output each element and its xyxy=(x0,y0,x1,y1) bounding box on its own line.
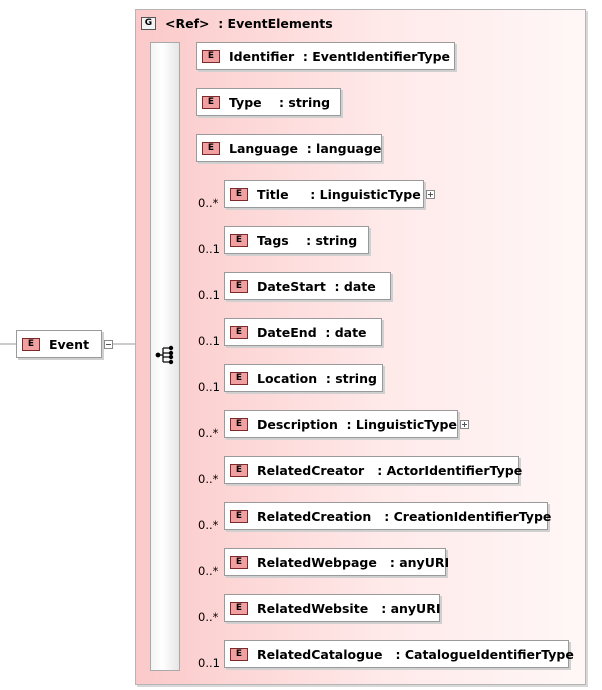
sequence-compositor-icon xyxy=(155,345,174,365)
element-row[interactable]: E Identifier : EventIdentifierType xyxy=(196,42,455,70)
group-label: <Ref> : EventElements xyxy=(165,15,333,31)
element-icon: E xyxy=(202,49,220,63)
element-icon: E xyxy=(202,141,220,155)
element-row[interactable]: E Type : string xyxy=(196,88,341,116)
element-label: Tags : string xyxy=(257,232,358,248)
element-label: Identifier : EventIdentifierType xyxy=(229,48,450,64)
group-header[interactable]: G <Ref> : EventElements xyxy=(141,13,333,33)
element-label: DateStart : date xyxy=(257,278,376,294)
element-label: Description : LinguisticType xyxy=(257,416,457,432)
element-label: DateEnd : date xyxy=(257,324,367,340)
expand-icon[interactable] xyxy=(460,420,469,429)
element-icon: E xyxy=(22,337,40,351)
group-icon: G xyxy=(141,16,156,30)
expand-icon[interactable] xyxy=(426,190,435,199)
cardinality-label: 0..1 xyxy=(198,242,220,256)
element-icon: E xyxy=(230,325,248,339)
cardinality-label: 0..* xyxy=(198,610,219,624)
element-row[interactable]: E RelatedCreation : CreationIdentifierTyp… xyxy=(224,502,552,530)
element-icon: E xyxy=(202,95,220,109)
element-icon: E xyxy=(230,417,248,431)
element-icon: E xyxy=(230,463,248,477)
element-label: RelatedCatalogue : CatalogueIdentifierTy… xyxy=(257,646,574,662)
cardinality-label: 0..* xyxy=(198,426,219,440)
element-row[interactable]: E DateStart : date xyxy=(224,272,391,300)
element-label: Type : string xyxy=(229,94,331,110)
element-icon: E xyxy=(230,601,248,615)
root-element-label: Event xyxy=(49,336,90,352)
element-label: Location : string xyxy=(257,370,377,386)
cardinality-label: 0..* xyxy=(198,472,219,486)
element-icon: E xyxy=(230,647,248,661)
element-icon: E xyxy=(230,555,248,569)
element-row[interactable]: E RelatedCreator : ActorIdentifierType xyxy=(224,456,523,484)
element-row[interactable]: E RelatedWebsite : anyURI xyxy=(224,594,440,622)
cardinality-label: 0..1 xyxy=(198,380,220,394)
collapse-icon[interactable] xyxy=(104,340,113,349)
element-row[interactable]: E RelatedCatalogue : CatalogueIdentifierT… xyxy=(224,640,574,668)
element-icon: E xyxy=(230,371,248,385)
element-row[interactable]: E DateEnd : date xyxy=(224,318,382,346)
element-label: RelatedCreation : CreationIdentifierType xyxy=(257,508,552,524)
element-row[interactable]: E RelatedWebpage : anyURI xyxy=(224,548,450,576)
cardinality-label: 0..1 xyxy=(198,334,220,348)
element-row[interactable]: E Title : LinguisticType xyxy=(224,180,424,208)
cardinality-label: 0..* xyxy=(198,518,219,532)
element-row[interactable]: E Location : string xyxy=(224,364,383,392)
element-label: RelatedCreator : ActorIdentifierType xyxy=(257,462,523,478)
element-label: RelatedWebsite : anyURI xyxy=(257,600,441,616)
cardinality-label: 0..* xyxy=(198,564,219,578)
element-row[interactable]: E Description : LinguisticType xyxy=(224,410,458,438)
cardinality-label: 0..1 xyxy=(198,288,220,302)
element-label: Title : LinguisticType xyxy=(257,186,421,202)
element-row[interactable]: E Language : language xyxy=(196,134,382,162)
element-label: Language : language xyxy=(229,140,382,156)
element-row[interactable]: E Tags : string xyxy=(224,226,369,254)
element-icon: E xyxy=(230,509,248,523)
cardinality-label: 0..1 xyxy=(198,656,220,670)
root-element-event[interactable]: E Event xyxy=(16,330,102,358)
cardinality-label: 0..* xyxy=(198,196,219,210)
element-icon: E xyxy=(230,233,248,247)
element-icon: E xyxy=(230,187,248,201)
element-label: RelatedWebpage : anyURI xyxy=(257,554,450,570)
element-icon: E xyxy=(230,279,248,293)
